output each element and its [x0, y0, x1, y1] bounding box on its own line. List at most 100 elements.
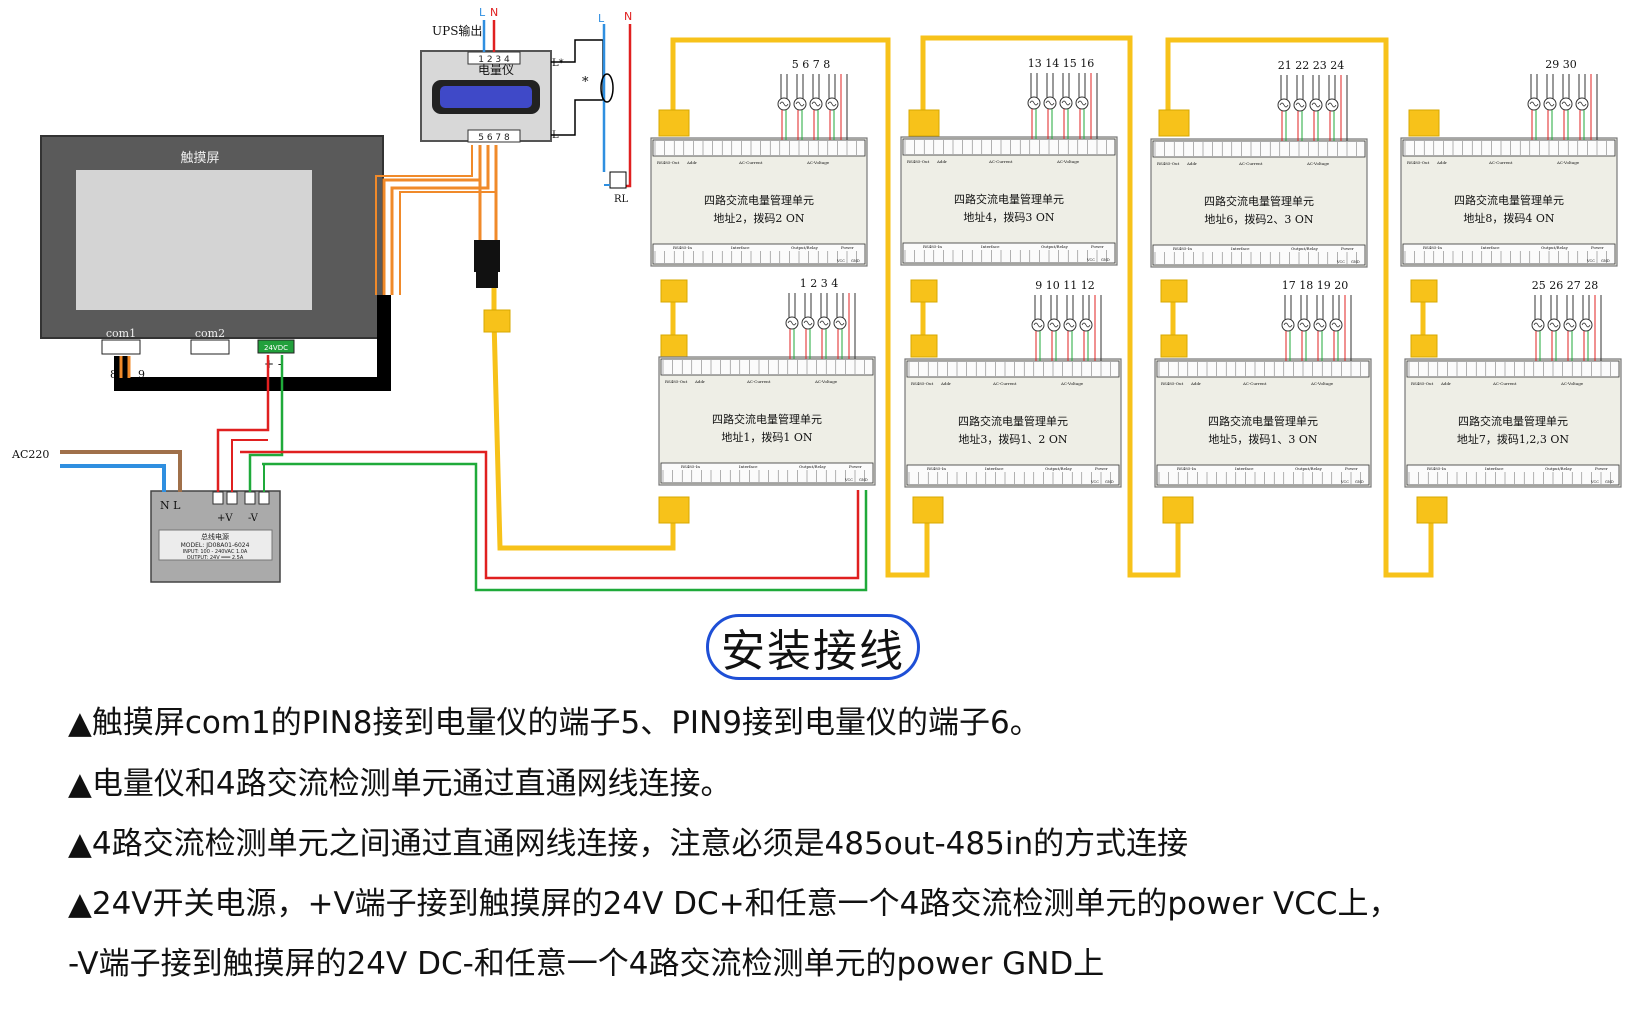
output-relay-label: Output/Relay	[799, 464, 827, 469]
module-address: 地址2，拨码2 ON	[713, 211, 805, 225]
interface-label: Interface	[739, 464, 758, 469]
power-label: Power	[841, 245, 854, 250]
rs485-out-label: RS485-Out	[1157, 161, 1180, 166]
ac-current-label: AC-Current	[1238, 161, 1263, 166]
ac-voltage-label: AC-Voltage	[1560, 381, 1584, 386]
ac-current-label: AC-Current	[1488, 160, 1513, 165]
rs485-out-label: RS485-Out	[1411, 381, 1434, 386]
power-label: Power	[849, 464, 862, 469]
top-terminal-strip	[1402, 139, 1616, 157]
vcc-label: VCC	[1340, 480, 1349, 484]
module-title: 四路交流电量管理单元	[958, 414, 1068, 428]
channel-numbers: 1 2 3 4	[800, 277, 838, 290]
ac-current-label: AC-Current	[988, 159, 1013, 164]
com1-port	[101, 339, 141, 355]
channel-numbers: 5 6 7 8	[792, 58, 830, 71]
addr-label: Addr	[1186, 161, 1197, 166]
rs485-in-label: RS485-In	[1177, 466, 1196, 471]
rs485-in-label: RS485-In	[923, 244, 942, 249]
meter-top-terminals: 1 2 3 4	[478, 55, 510, 65]
interface-label: Interface	[1485, 466, 1504, 471]
vcc-label: VCC	[1086, 258, 1095, 262]
energy-meter: 1 2 3 4 5 6 7 8 电量仪 UPS输出 L* L *	[420, 23, 589, 143]
output-relay-label: Output/Relay	[1541, 245, 1569, 250]
module-address: 地址3，拨码1、2 ON	[958, 432, 1068, 446]
addr-label: Addr	[694, 379, 705, 384]
meter-line-N: N	[490, 6, 498, 19]
top-terminal-strip	[1406, 360, 1620, 378]
channel-numbers: 17 18 19 20	[1282, 279, 1348, 292]
output-relay-label: Output/Relay	[791, 245, 819, 250]
module-title: 四路交流电量管理单元	[1454, 193, 1564, 207]
section-title-badge: 安装接线	[706, 614, 920, 680]
svg-text:N: N	[624, 10, 632, 23]
channel-numbers: 21 22 23 24	[1278, 59, 1344, 72]
module-title: 四路交流电量管理单元	[1458, 414, 1568, 428]
interface-label: Interface	[1231, 246, 1250, 251]
ac-current-label: AC-Current	[746, 379, 771, 384]
addr-label: Addr	[940, 381, 951, 386]
rs485-out-label: RS485-Out	[911, 381, 934, 386]
rs485-in-label: RS485-In	[1423, 245, 1442, 250]
channel-numbers: 13 14 15 16	[1028, 57, 1094, 70]
ac-current-label: AC-Current	[992, 381, 1017, 386]
ac-current-label: AC-Current	[738, 160, 763, 165]
top-terminal-strip	[902, 138, 1116, 156]
note-line-2: ▲电量仪和4路交流检测单元通过直通网线连接。	[68, 766, 732, 802]
ac-voltage-label: AC-Voltage	[814, 379, 838, 384]
interface-label: Interface	[1481, 245, 1500, 250]
com2-port	[190, 339, 230, 355]
module-title: 四路交流电量管理单元	[712, 412, 822, 426]
svg-text:L: L	[598, 12, 605, 25]
rs485-in-label: RS485-In	[681, 464, 700, 469]
plus-minus-label: + -	[264, 357, 282, 371]
ac220-label: AC220	[11, 448, 49, 461]
module-title: 四路交流电量管理单元	[1208, 414, 1318, 428]
psu-vplus: +V	[217, 513, 233, 524]
bottom-terminal-strip	[652, 243, 866, 265]
vcc-label: VCC	[836, 259, 845, 263]
gnd-label: GND	[1355, 480, 1364, 484]
ac-module: RS485-Out Addr AC-Current AC-VoltageRS485-I…	[658, 277, 876, 486]
rs485-out-label: RS485-Out	[1407, 160, 1430, 165]
vcc-label: VCC	[1336, 260, 1345, 264]
note-line-3: ▲4路交流检测单元之间通过直通网线连接，注意必须是485out-485in的方式…	[68, 826, 1189, 862]
rs485-in-label: RS485-In	[1173, 246, 1192, 251]
note-line-1: ▲触摸屏com1的PIN8接到电量仪的端子5、PIN9接到电量仪的端子6。	[68, 705, 1041, 741]
vcc-label: VCC	[1590, 480, 1599, 484]
module-address: 地址7，拨码1,2,3 ON	[1457, 432, 1570, 446]
psu-model: MODEL: JD08A01-6024	[181, 542, 250, 549]
power-label: Power	[1345, 466, 1358, 471]
channel-numbers: 25 26 27 28	[1532, 279, 1598, 292]
module-title: 四路交流电量管理单元	[954, 192, 1064, 206]
ac-voltage-label: AC-Voltage	[1310, 381, 1334, 386]
rs485-in-label: RS485-In	[673, 245, 692, 250]
gnd-label: GND	[1105, 480, 1114, 484]
section-title: 安装接线	[721, 626, 905, 677]
interface-label: Interface	[1235, 466, 1254, 471]
top-terminal-strip	[652, 139, 866, 157]
psu-output: OUTPUT: 24V ═══ 2.5A	[187, 555, 244, 561]
power-label: Power	[1095, 466, 1108, 471]
ac-voltage-label: AC-Voltage	[1556, 160, 1580, 165]
bottom-terminal-strip	[1406, 464, 1620, 486]
meter-bottom-terminals: 5 6 7 8	[478, 133, 510, 143]
ac-voltage-label: AC-Voltage	[1306, 161, 1330, 166]
note-line-5: -V端子接到触摸屏的24V DC-和任意一个4路交流检测单元的power GND…	[68, 946, 1105, 982]
com1-label: com1	[106, 327, 136, 340]
meter-label: 电量仪	[478, 63, 514, 77]
rs485-out-label: RS485-Out	[665, 379, 688, 384]
top-terminal-strip	[660, 358, 874, 376]
module-address: 地址4，拨码3 ON	[963, 210, 1055, 224]
gnd-label: GND	[1601, 259, 1610, 263]
gnd-label: GND	[1605, 480, 1614, 484]
rs485-out-label: RS485-Out	[907, 159, 930, 164]
bottom-terminal-strip	[902, 242, 1116, 264]
